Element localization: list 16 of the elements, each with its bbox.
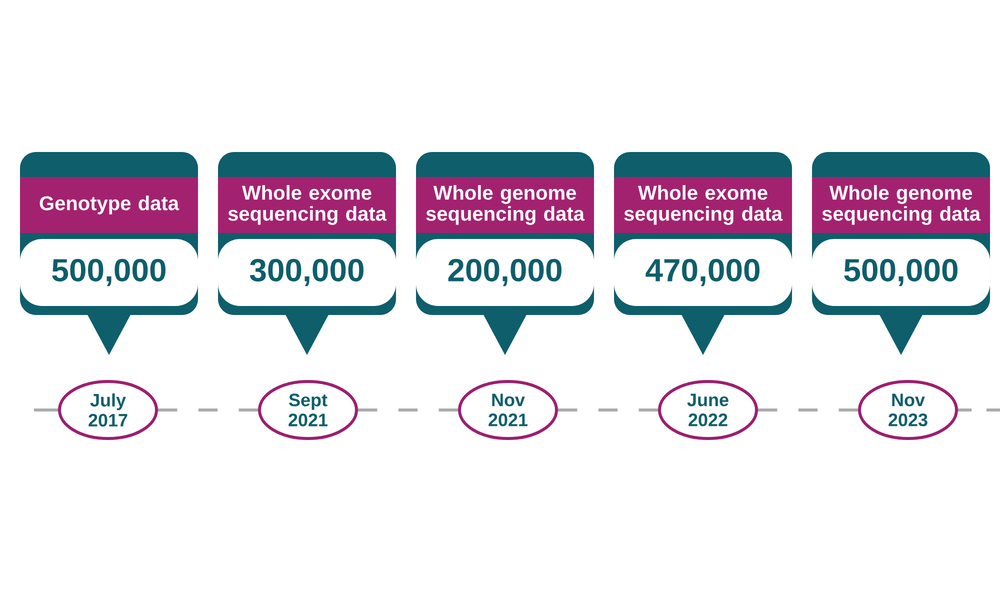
count-pill: 300,000 (218, 239, 396, 306)
timeline-line (158, 408, 258, 412)
header-band: Whole genome sequencing data (812, 177, 990, 233)
header-band: Whole exome sequencing data (218, 177, 396, 233)
timeline-line (34, 408, 58, 412)
header-band: Genotype data (20, 177, 198, 233)
count-pill: 200,000 (416, 239, 594, 306)
header-band: Whole exome sequencing data (614, 177, 792, 233)
timeline-line (358, 408, 458, 412)
header-band: Whole genome sequencing data (416, 177, 594, 233)
count-pill: 470,000 (614, 239, 792, 306)
timeline-line (958, 408, 1000, 412)
count-pill: 500,000 (812, 239, 990, 306)
timeline-line (558, 408, 658, 412)
count-pill: 500,000 (20, 239, 198, 306)
timeline-line (758, 408, 858, 412)
